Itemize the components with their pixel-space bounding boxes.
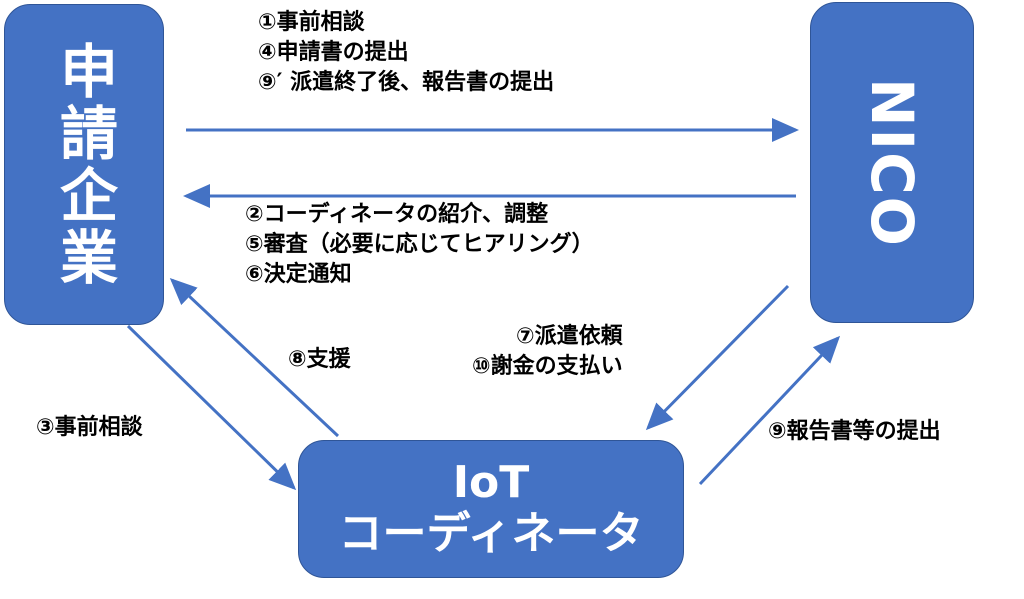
coordinator-to-applicant-label: ⑧支援 xyxy=(288,347,351,372)
flow-label: ⑩謝金の支払い xyxy=(472,354,623,379)
arrow-nico-to-coordinator xyxy=(645,284,790,431)
iot-coordinator-label-line1: IoT xyxy=(452,457,530,509)
nico-box: NICO xyxy=(810,2,974,323)
applicant-company-label: 申請企業 xyxy=(50,40,118,289)
flow-label: ④申請書の提出 xyxy=(258,40,409,65)
flow-label: ⑦派遣依頼 xyxy=(516,324,623,349)
flow-label: ⑤審査（必要に応じてヒアリング） xyxy=(245,232,594,257)
flow-label: ①事前相談 xyxy=(258,10,365,35)
nico-to-coordinator-labels: ⑦派遣依頼 ⑩謝金の支払い xyxy=(472,322,623,382)
nico-label: NICO xyxy=(858,77,926,248)
arrow-coordinator-to-applicant xyxy=(169,277,340,438)
flow-label: ⑥決定通知 xyxy=(245,262,352,287)
iot-coordinator-label-line2: コーディネータ xyxy=(338,508,644,559)
iot-coordinator-box: IoT コーディネータ xyxy=(298,440,684,578)
arrow-coordinator-to-nico xyxy=(698,335,841,486)
flow-label: ⑨′ 派遣終了後、報告書の提出 xyxy=(258,70,555,95)
applicant-to-coordinator-label: ③事前相談 xyxy=(36,415,143,440)
arrow-applicant-to-coordinator xyxy=(126,324,297,491)
coordinator-to-nico-label: ⑨報告書等の提出 xyxy=(768,419,941,444)
flow-label: ②コーディネータの紹介、調整 xyxy=(245,202,549,227)
applicant-company-box: 申請企業 xyxy=(4,4,164,325)
applicant-to-nico-labels: ①事前相談 ④申請書の提出 ⑨′ 派遣終了後、報告書の提出 xyxy=(258,8,554,98)
nico-to-applicant-labels: ②コーディネータの紹介、調整 ⑤審査（必要に応じてヒアリング） ⑥決定通知 xyxy=(245,200,594,290)
